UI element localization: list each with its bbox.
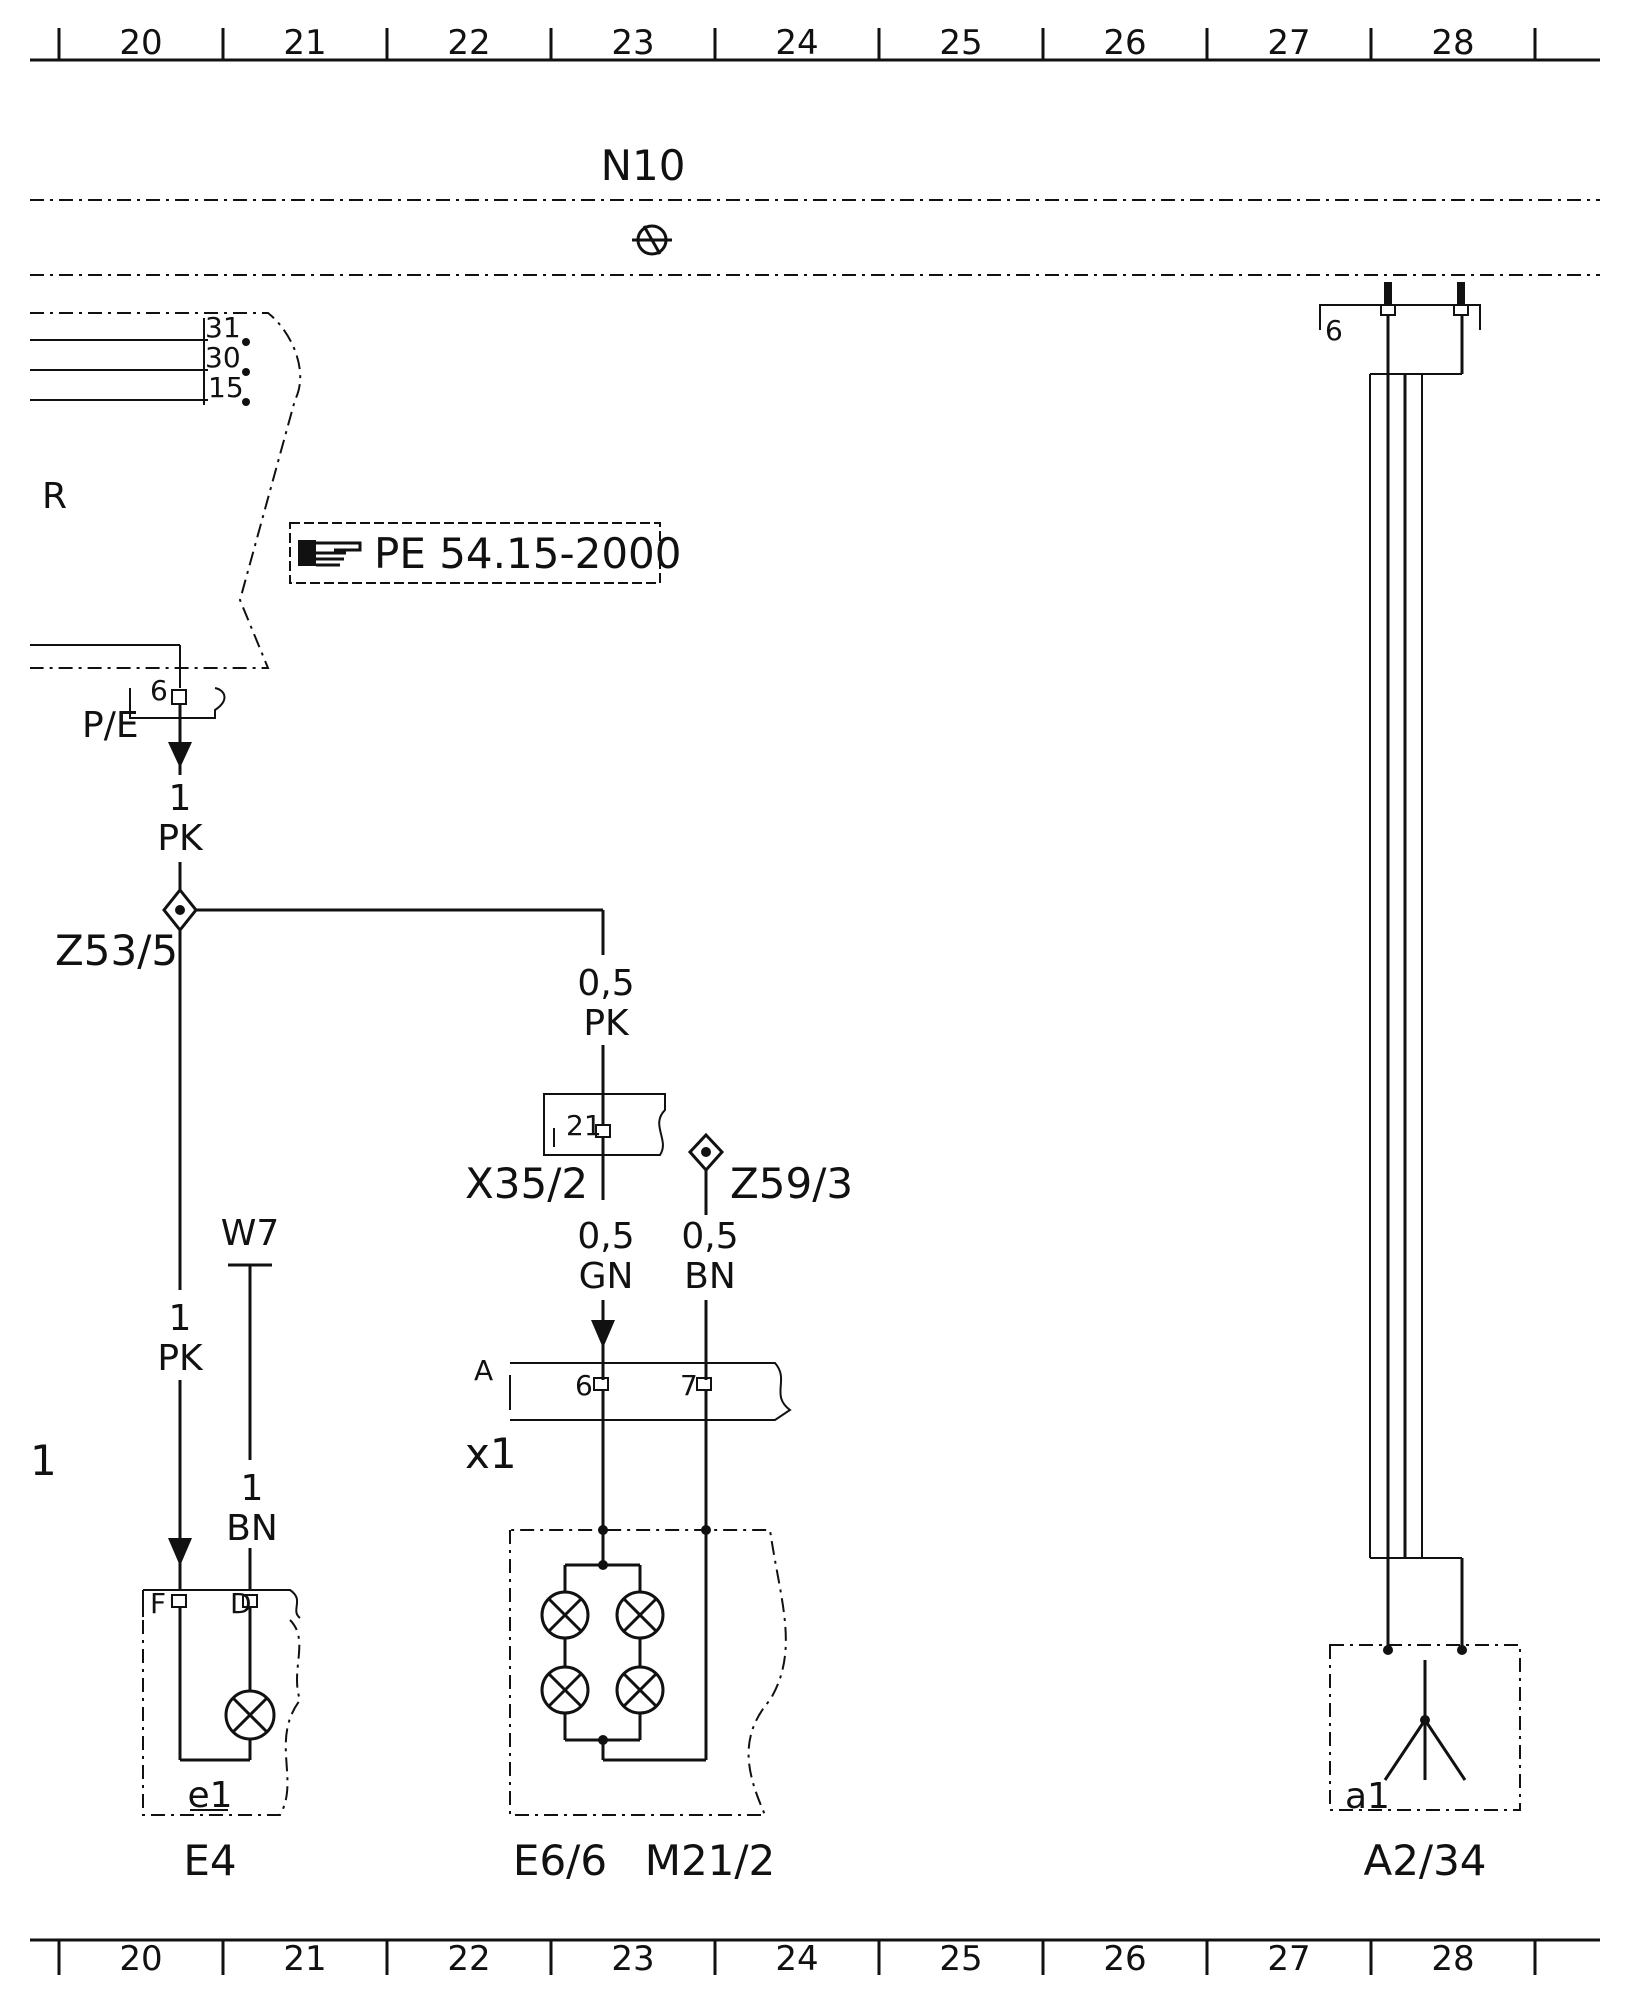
ruler-bottom-24: 24 [775, 1939, 818, 1979]
wire-color-pk-2: PK [583, 1003, 630, 1044]
pointing-hand-icon [298, 540, 362, 567]
ruler-bottom-20: 20 [119, 1939, 162, 1979]
a2-34-top-pin: 6 [1325, 314, 1343, 347]
ground-w7: W7 [221, 1213, 280, 1460]
ruler-top-21: 21 [283, 23, 326, 63]
ruler-bottom-21: 21 [283, 1939, 326, 1979]
connector-x1-pin-7: 7 [680, 1369, 698, 1402]
wire-color-pk-lower: PK [157, 1338, 204, 1379]
ruler-bottom-23: 23 [611, 1939, 654, 1979]
pin-label-15: 15 [208, 371, 244, 404]
component-e6-6-label: E6/6 [513, 1836, 607, 1885]
ruler-bottom-28: 28 [1431, 1939, 1474, 1979]
wire-size-0-5-gn: 0,5 [577, 1216, 634, 1257]
antenna-icon [1383, 1660, 1467, 1781]
wire-pk-main: 1 PK [157, 704, 204, 890]
ground-w7-label: W7 [221, 1213, 280, 1254]
connector-pe-pin: 6 [150, 674, 168, 707]
connector-x35-2-pin: 21 [566, 1109, 602, 1142]
ruler-top-27: 27 [1267, 23, 1310, 63]
wire-pk-branch: 0,5 PK [577, 963, 635, 1125]
wire-lower-labels: 1 PK 1 BN [157, 1298, 278, 1590]
e4-pin-d: D [230, 1587, 252, 1620]
component-e4: F D e1 E4 [142, 1587, 302, 1885]
module-n10-label: N10 [601, 141, 686, 190]
ruler-top-22: 22 [447, 23, 490, 63]
ruler-bottom-26: 26 [1103, 1939, 1146, 1979]
wire-size-1-bn: 1 [241, 1468, 264, 1509]
connector-x1-pin-6: 6 [575, 1369, 593, 1402]
wire-color-pk-1: PK [157, 818, 204, 859]
region-label-r: R [42, 476, 67, 517]
ruler-top-25: 25 [939, 23, 982, 63]
e4-pin-f: F [150, 1587, 166, 1620]
wire-color-bn-lower: BN [226, 1508, 278, 1549]
wire-size-1-pk-lower: 1 [169, 1298, 192, 1339]
pin-label-31: 31 [205, 311, 241, 344]
junction-z53-5-label: Z53/5 [55, 926, 178, 975]
wire-gn-bn: 0,5 GN 0,5 BN [577, 1216, 739, 1380]
junction-z59-3: Z59/3 [687, 1132, 853, 1215]
wire-color-bn: BN [684, 1256, 736, 1297]
connector-x1-row: A [474, 1354, 493, 1387]
component-e4-label: E4 [183, 1836, 236, 1885]
ruler-top-24: 24 [775, 23, 818, 63]
junction-z53-5: Z53/5 [55, 887, 605, 1290]
a2-34-sub-label: a1 [1345, 1776, 1390, 1817]
junction-z59-3-label: Z59/3 [730, 1159, 853, 1208]
connector-pe: 6 P/E [82, 674, 226, 746]
ruler-bottom-27: 27 [1267, 1939, 1310, 1979]
wire-size-0-5-bn: 0,5 [681, 1216, 738, 1257]
lamp-icon [540, 1665, 590, 1715]
component-a2-34-label: A2/34 [1363, 1836, 1486, 1885]
pin-label-30: 30 [205, 341, 241, 374]
side-label: 1 [30, 1436, 57, 1485]
lamp-icon [224, 1689, 276, 1741]
component-a2-34: 6 a1 A2/34 [1319, 282, 1521, 1885]
ruler-top-23: 23 [611, 23, 654, 63]
connector-pe-label: P/E [82, 705, 139, 746]
module-symbol-icon [632, 224, 672, 256]
ruler-top-20: 20 [119, 23, 162, 63]
module-n10: N10 [30, 141, 1600, 276]
ruler-top: 20 21 22 23 24 25 26 27 28 [30, 23, 1600, 63]
wire-size-0-5-pk: 0,5 [577, 963, 634, 1004]
connector-x35-2-label: X35/2 [465, 1159, 588, 1208]
ruler-bottom-25: 25 [939, 1939, 982, 1979]
ruler-top-26: 26 [1103, 23, 1146, 63]
lamp-icon [615, 1590, 665, 1640]
component-m21-2-label: M21/2 [645, 1836, 776, 1885]
wire-size-1: 1 [169, 778, 192, 819]
lamp-icon [615, 1665, 665, 1715]
ruler-bottom-22: 22 [447, 1939, 490, 1979]
connector-x1: A 6 7 x1 [465, 1354, 792, 1530]
reference-text: PE 54.15-2000 [374, 529, 682, 578]
wire-color-gn: GN [579, 1256, 634, 1297]
ruler-bottom: 20 21 22 23 24 25 26 27 28 [30, 1938, 1600, 1979]
ruler-top-28: 28 [1431, 23, 1474, 63]
reference-box[interactable]: PE 54.15-2000 [289, 522, 682, 584]
component-e6-6-m21-2: E6/6 M21/2 [509, 1525, 787, 1885]
n10-inner-block: 31 30 15 R [30, 311, 302, 688]
connector-x1-label: x1 [465, 1429, 517, 1478]
connector-x35-2: 21 X35/2 [465, 1093, 666, 1208]
lamp-icon [540, 1590, 590, 1640]
